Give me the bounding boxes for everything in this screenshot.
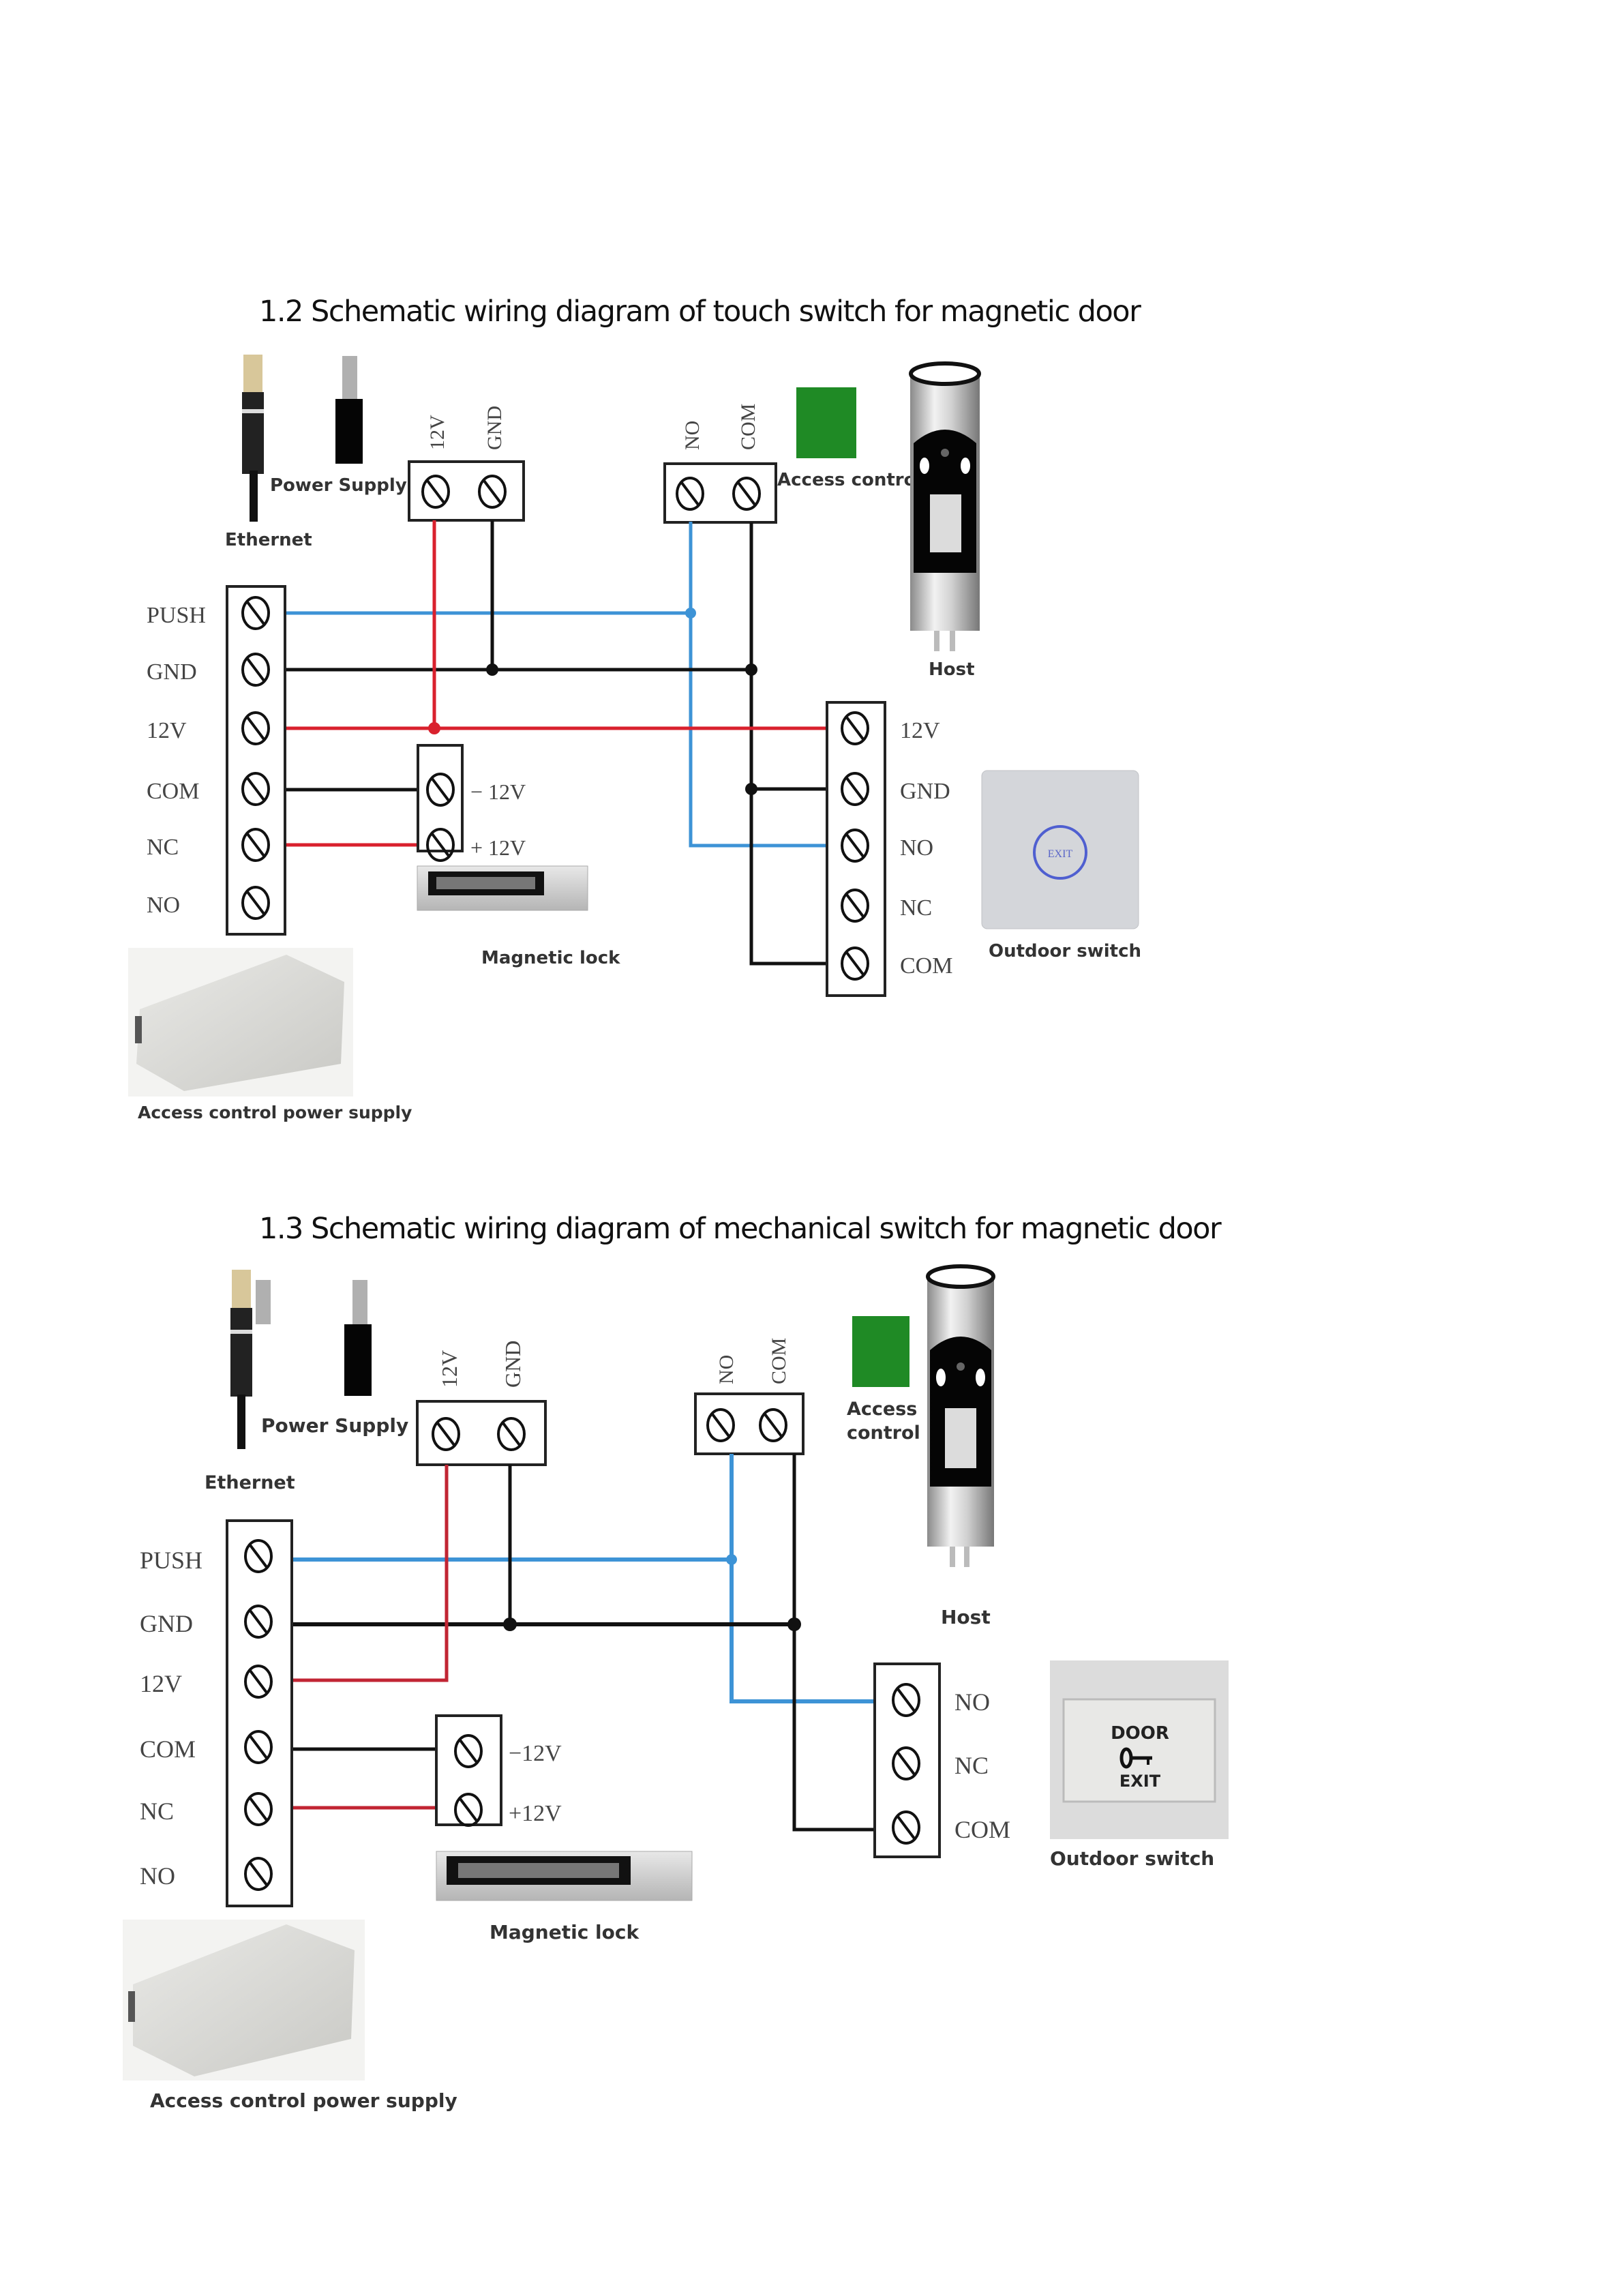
main-terminal-label-push: PUSH [140, 1547, 202, 1574]
outdoor-switch-label: Outdoor switch [989, 941, 1141, 961]
main-terminal-block: PUSH GND 12V COM NC NO [140, 1519, 293, 1907]
host-label: Host [941, 1606, 991, 1628]
wire-no-blue [730, 1454, 875, 1703]
access-control-label-line2: control [847, 1422, 920, 1444]
ethernet-label: Ethernet [205, 1472, 295, 1493]
host-terminal-block: NO COM [694, 1338, 805, 1455]
ethernet-cable-icon [242, 355, 264, 522]
main-terminal-label-gnd: GND [140, 1610, 193, 1637]
lock-terminal-label-minus: −12V [509, 1741, 562, 1766]
access-control-indicator [796, 387, 856, 458]
magnetic-lock-label: Magnetic lock [481, 948, 620, 968]
lock-terminal-block: − 12V + 12V [417, 744, 526, 862]
power-supply-box-icon [123, 1920, 365, 2081]
host-label: Host [929, 659, 975, 680]
power-supply-box-icon [128, 948, 353, 1097]
main-terminal-label-12v: 12V [147, 718, 187, 743]
access-control-label: Access control [777, 470, 922, 490]
access-control-power-supply-label: Access control power supply [150, 2089, 457, 2112]
exit-text: EXIT [1048, 848, 1073, 860]
power-terminal-label-12v: 12V [426, 415, 449, 450]
outdoor-switch-label: Outdoor switch [1050, 1847, 1214, 1870]
junction-blue [685, 608, 696, 618]
switch-terminal-label-no: NO [900, 835, 933, 861]
magnetic-lock-icon [417, 865, 588, 911]
power-terminal-block: 12V GND [408, 406, 525, 522]
switch-terminal-label-gnd: GND [900, 779, 950, 804]
lock-terminal-label-plus: +12V [509, 1801, 562, 1826]
main-terminal-label-com: COM [140, 1735, 196, 1763]
door-text: DOOR [1111, 1723, 1169, 1744]
wires [285, 520, 827, 966]
section-heading-touch-switch: 1.2 Schematic wiring diagram of touch sw… [259, 295, 1141, 329]
magnetic-lock-icon [436, 1851, 693, 1901]
switch-terminal-block: 12V GND NO NC COM [826, 701, 952, 997]
exit-text: EXIT [1119, 1772, 1161, 1791]
power-supply-plug-icon [256, 1280, 372, 1396]
access-control-label-line1: Access [847, 1399, 917, 1420]
host-terminal-label-no: NO [715, 1355, 738, 1384]
access-control-power-supply-label: Access control power supply [138, 1103, 412, 1122]
switch-terminal-label-com: COM [900, 953, 952, 979]
switch-terminal-block: NO NC COM [873, 1663, 1010, 1858]
main-terminal-label-no: NO [140, 1862, 175, 1890]
host-device-icon [926, 1264, 995, 1567]
power-terminal-label-12v: 12V [437, 1350, 462, 1388]
power-supply-plug-icon [335, 356, 363, 464]
magnetic-lock-label: Magnetic lock [490, 1921, 640, 1943]
ethernet-cable-icon [230, 1270, 252, 1449]
host-terminal-block: NO COM [663, 404, 777, 524]
switch-terminal-label-nc: NC [900, 895, 932, 921]
main-terminal-label-12v: 12V [140, 1670, 182, 1697]
wire-12v-red [292, 1465, 449, 1682]
power-terminal-label-gnd: GND [500, 1341, 525, 1388]
wires [292, 1454, 875, 1832]
power-supply-label: Power Supply [261, 1414, 408, 1437]
section-heading-mechanical-switch: 1.3 Schematic wiring diagram of mechanic… [259, 1212, 1222, 1246]
lock-terminal-block: −12V +12V [435, 1714, 562, 1827]
power-terminal-block: 12V GND [416, 1341, 547, 1466]
main-terminal-label-no: NO [147, 893, 180, 918]
host-terminal-label-com: COM [768, 1338, 790, 1384]
door-exit-button-icon: DOOR EXIT [1050, 1660, 1229, 1839]
switch-terminal-label-no: NO [954, 1688, 990, 1716]
access-control-indicator [852, 1316, 909, 1387]
main-terminal-label-com: COM [147, 779, 199, 804]
switch-terminal-label-12v: 12V [900, 718, 940, 743]
main-terminal-label-gnd: GND [147, 659, 197, 685]
wire-com-black [792, 1454, 875, 1832]
key-icon [1119, 1747, 1152, 1769]
ethernet-label: Ethernet [225, 530, 312, 550]
host-terminal-label-com: COM [737, 404, 760, 450]
power-terminal-label-gnd: GND [483, 406, 506, 450]
lock-terminal-label-plus: + 12V [470, 835, 526, 860]
touch-exit-switch-icon: EXIT [981, 770, 1139, 929]
host-terminal-label-no: NO [681, 421, 704, 450]
main-terminal-block: PUSH GND 12V COM NC NO [147, 585, 286, 936]
main-terminal-label-nc: NC [140, 1798, 174, 1825]
wire-no-blue [689, 522, 827, 848]
switch-terminal-label-com: COM [954, 1816, 1010, 1843]
lock-terminal-label-minus: − 12V [470, 779, 526, 804]
power-supply-label: Power Supply [270, 475, 407, 496]
main-terminal-label-push: PUSH [147, 603, 206, 628]
touch-switch-wiring-diagram: Ethernet Power Supply 12V GND NO COM Acc… [128, 355, 1141, 1122]
host-device-icon [909, 361, 981, 651]
main-terminal-label-nc: NC [147, 835, 179, 860]
switch-terminal-label-nc: NC [954, 1752, 989, 1779]
